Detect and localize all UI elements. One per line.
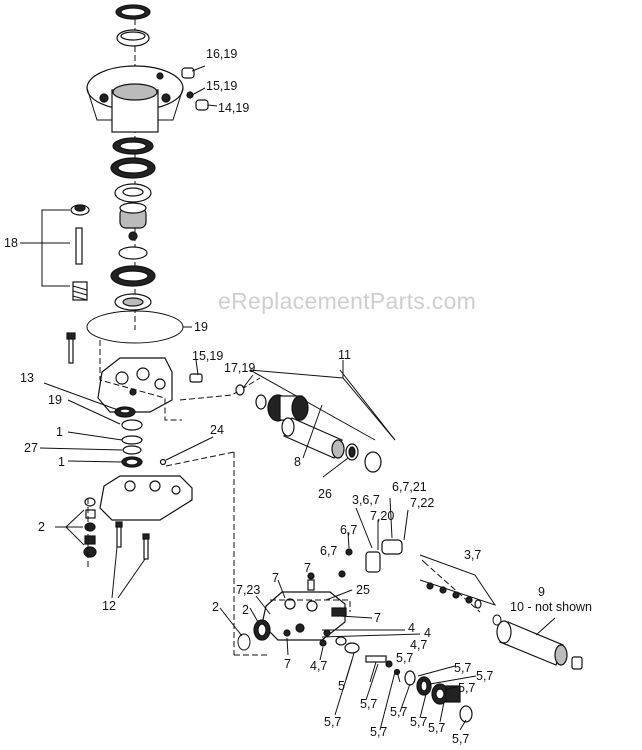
callout-7-top: 7 [304, 561, 311, 575]
callout-5-7-f: 5,7 [390, 705, 408, 719]
ball-6-7 [345, 548, 353, 556]
fitting-14-19 [195, 99, 209, 111]
fitting-16-19 [181, 67, 195, 79]
callout-17-19: 17,19 [224, 361, 256, 375]
callout-4-a: 4 [408, 621, 415, 635]
callout-19-mid: 19 [194, 320, 208, 334]
callout-5-7-g: 5,7 [410, 715, 428, 729]
o-ring-2-lower [237, 633, 251, 651]
callout-3-6-7: 3,6,7 [352, 493, 380, 507]
unloader-fitting-6-7-21 [365, 539, 403, 573]
o-ring-17-19 [235, 384, 245, 396]
small-ball [128, 231, 138, 241]
head-bolt-a [115, 521, 123, 528]
callout-11: 11 [338, 348, 351, 362]
callout-4-7-b: 4,7 [310, 659, 328, 673]
spring-18 [72, 281, 88, 301]
callout-1-a: 1 [56, 425, 63, 439]
callout-15-19-mid: 15,19 [192, 349, 224, 363]
flange-housing [86, 65, 184, 133]
seal-11a [255, 394, 267, 410]
callout-5-7-d: 5,7 [458, 681, 476, 695]
pump-head [99, 475, 193, 521]
callout-5-7-j: 5,7 [370, 725, 388, 739]
pin-7 [307, 572, 315, 580]
callout-25: 25 [356, 583, 370, 597]
valve-stack-left [83, 497, 97, 558]
lower-manifold [261, 591, 347, 641]
plunger-5 [344, 642, 401, 676]
callout-7-23: 7,23 [236, 583, 261, 597]
callout-5-7-h: 5,7 [428, 721, 446, 735]
callout-7-b: 7 [374, 611, 381, 625]
piston-guide-11 [267, 394, 309, 422]
fitting-15-19-mid [189, 373, 203, 383]
callout-8: 8 [294, 455, 301, 469]
callout-7-22: 7,22 [410, 496, 435, 510]
callout-16-19: 16,19 [206, 47, 238, 61]
callout-6-7-21: 6,7,21 [392, 480, 427, 494]
callout-5: 5 [338, 679, 345, 693]
watermark: eReplacementParts.com [218, 288, 477, 314]
callout-2-left: 2 [38, 520, 45, 534]
callout-26: 26 [318, 487, 332, 501]
plug-18 [70, 204, 90, 216]
callout-5-7-a: 5,7 [396, 651, 414, 665]
callout-3-7: 3,7 [464, 548, 482, 562]
seal-1a [121, 435, 143, 445]
callout-1-b: 1 [58, 455, 65, 469]
second-seal-ring [116, 29, 150, 47]
callout-7-a: 7 [272, 571, 279, 585]
pin-18 [75, 227, 83, 265]
housing-bolt [66, 332, 76, 364]
seal-19 [121, 419, 143, 431]
callout-5-7-b: 5,7 [454, 661, 472, 675]
callout-2-b: 2 [212, 600, 219, 614]
callout-19-left: 19 [48, 393, 62, 407]
callout-5-7-k: 5,7 [452, 732, 470, 746]
callout-7-c: 7 [284, 657, 291, 671]
seal-27 [122, 445, 142, 455]
callout-12: 12 [102, 599, 116, 613]
pump-body [97, 357, 173, 413]
top-seal-ring [115, 4, 151, 20]
callout-5-7-i: 5,7 [324, 715, 342, 729]
callout-6-7-a: 6,7 [340, 523, 358, 537]
piston-8 [281, 417, 345, 459]
callout-24: 24 [210, 423, 224, 437]
cap-11 [364, 451, 382, 473]
spring-26 [345, 443, 359, 461]
head-bolt-b [142, 533, 150, 540]
valve-stack-5-7 [404, 670, 473, 723]
callout-18: 18 [4, 236, 18, 250]
callout-13: 13 [20, 371, 34, 385]
callout-4-7-a: 4,7 [410, 638, 428, 652]
callout-2-c: 2 [242, 603, 249, 617]
ball-24 [159, 458, 167, 466]
washer-b [118, 246, 148, 260]
valve-2-lower [253, 619, 271, 641]
outlet-tube-9 [492, 614, 583, 670]
ball-6-7-b [338, 570, 346, 578]
callout-9: 9 [538, 585, 545, 599]
callout-5-7-c: 5,7 [476, 669, 494, 683]
callout-15-19-top: 15,19 [206, 79, 238, 93]
callout-5-7-e: 5,7 [360, 697, 378, 711]
callout-27: 27 [24, 441, 38, 455]
callout-4-b: 4 [424, 626, 431, 640]
callout-10: 10 - not shown [510, 600, 592, 614]
callout-14-19: 14,19 [218, 101, 250, 115]
callout-7-20: 7,20 [370, 509, 395, 523]
callout-6-7-b: 6,7 [320, 544, 338, 558]
